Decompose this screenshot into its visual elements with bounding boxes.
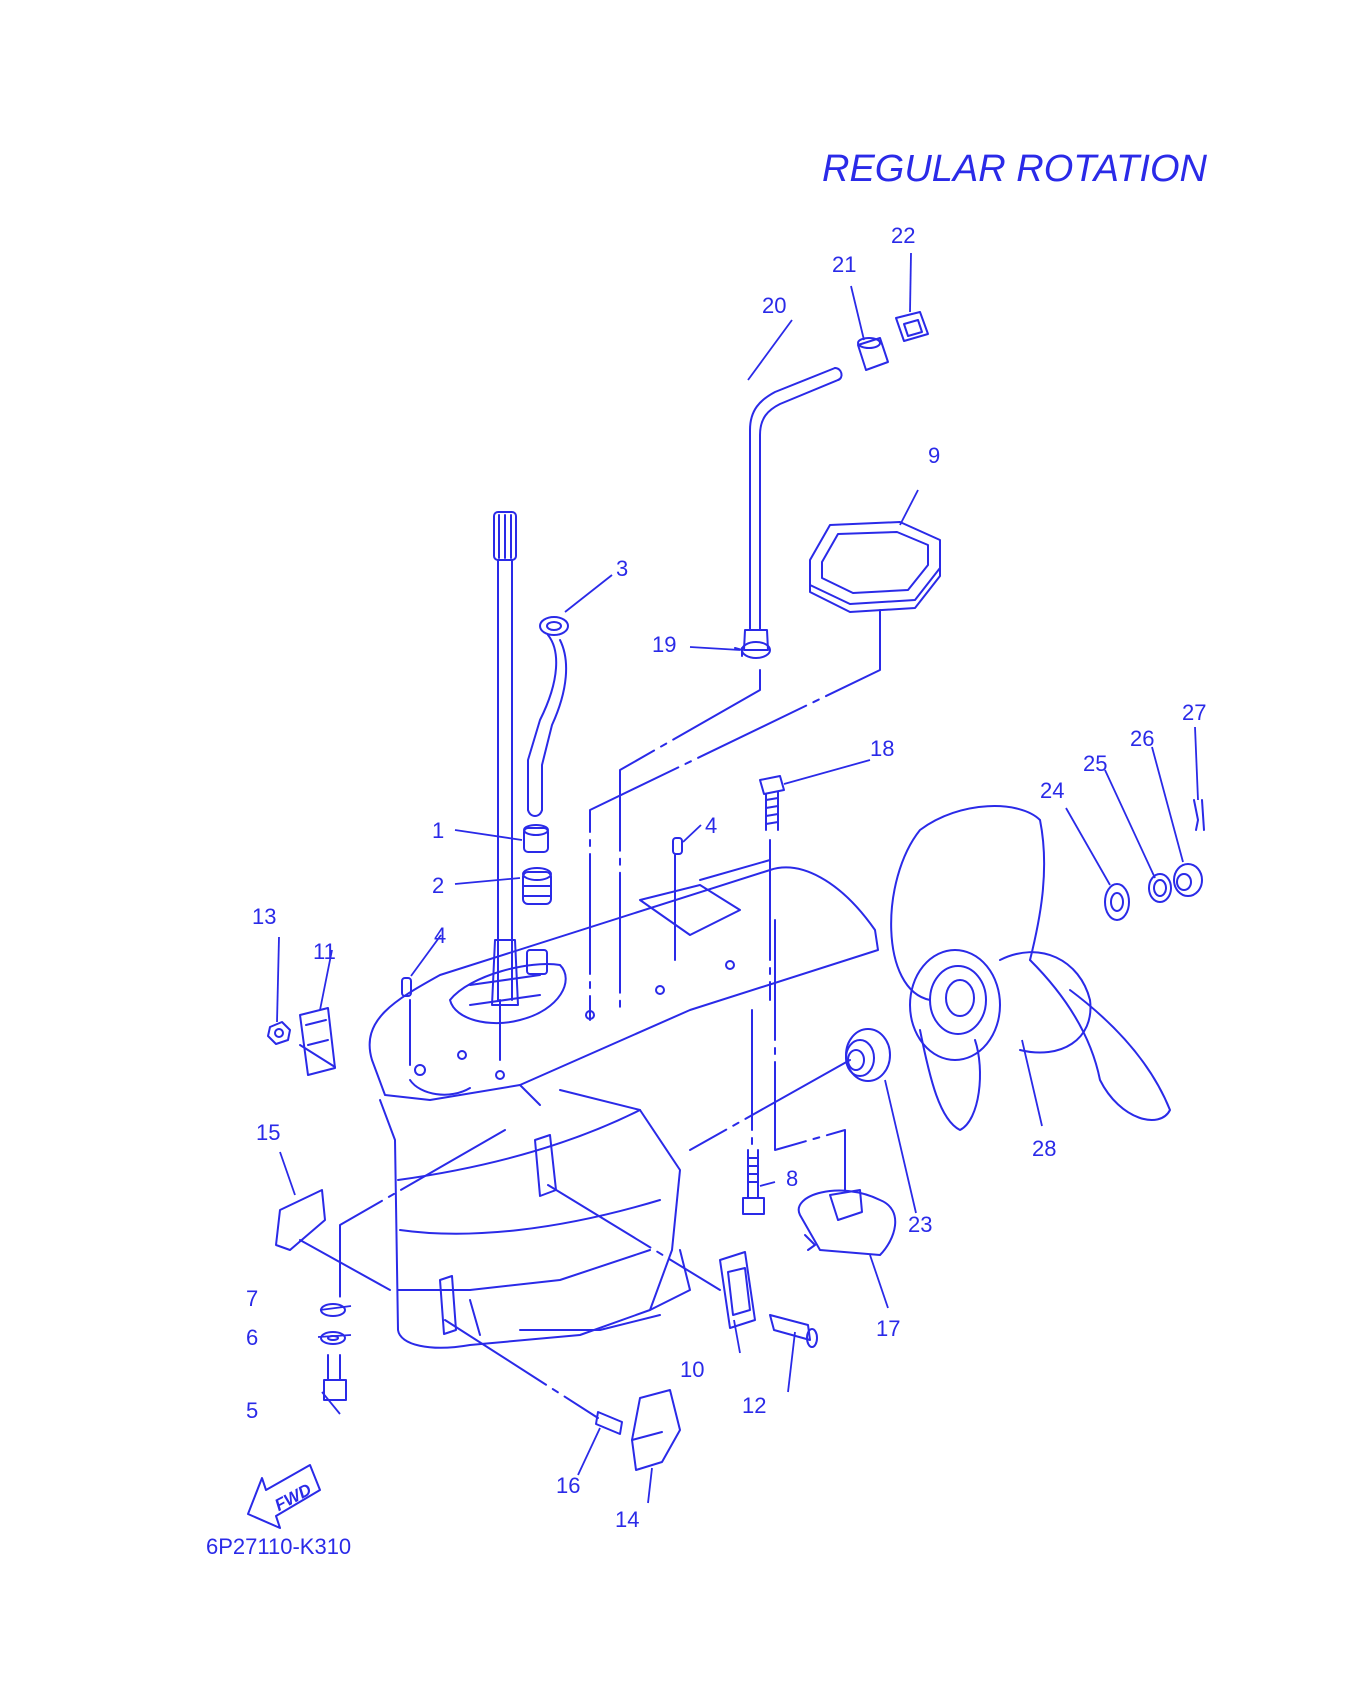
callout-leaders (276, 252, 1199, 1504)
callout-5: 5 (246, 1398, 258, 1423)
callout-27: 27 (1182, 700, 1206, 725)
callout-1: 1 (432, 818, 444, 843)
dowel-pin (672, 837, 683, 855)
callout-23: 23 (908, 1212, 932, 1237)
callout-2: 2 (432, 873, 444, 898)
bolt-18 (759, 775, 785, 831)
spacer-23 (845, 1028, 891, 1082)
callout-3: 3 (616, 556, 628, 581)
callout-28: 28 (1032, 1136, 1056, 1161)
left-small-parts (267, 1007, 818, 1471)
speedometer-hose (734, 311, 929, 659)
callout-8: 8 (786, 1166, 798, 1191)
drawing-code: 6P27110-K310 (206, 1534, 352, 1559)
assembly-lines (299, 609, 881, 1419)
callout-26: 26 (1130, 726, 1154, 751)
diagram-title: REGULAR ROTATION (822, 148, 1207, 190)
callout-numbers: 1 2 3 4 4 5 6 7 8 9 10 11 12 13 14 15 16… (246, 223, 1206, 1532)
lower-casing (368, 859, 879, 1349)
callout-16: 16 (556, 1473, 580, 1498)
callout-21: 21 (832, 252, 856, 277)
dowel-pin (401, 977, 412, 997)
callout-14: 14 (615, 1507, 639, 1532)
propeller (890, 805, 1171, 1131)
grommet-parts (522, 824, 552, 975)
callout-19: 19 (652, 632, 676, 657)
callout-17: 17 (876, 1316, 900, 1341)
callout-7: 7 (246, 1286, 258, 1311)
callout-12: 12 (742, 1393, 766, 1418)
callout-15: 15 (256, 1120, 280, 1145)
trim-tab-anode (797, 1189, 897, 1256)
callout-4a: 4 (705, 813, 717, 838)
prop-hardware (1104, 799, 1205, 921)
callout-25: 25 (1083, 751, 1107, 776)
callout-24: 24 (1040, 778, 1064, 803)
drive-shaft (491, 511, 519, 1006)
callout-11: 11 (313, 939, 336, 964)
callout-4b: 4 (434, 923, 446, 948)
callout-9: 9 (928, 443, 940, 468)
callout-6: 6 (246, 1325, 258, 1350)
callout-18: 18 (870, 736, 894, 761)
callout-13: 13 (252, 904, 276, 929)
bolt-8 (742, 1149, 765, 1215)
callout-10: 10 (680, 1357, 704, 1382)
callout-20: 20 (762, 293, 786, 318)
callout-22: 22 (891, 223, 915, 248)
water-tube (527, 616, 569, 817)
fwd-arrow (247, 1464, 321, 1529)
gasket (809, 521, 941, 613)
